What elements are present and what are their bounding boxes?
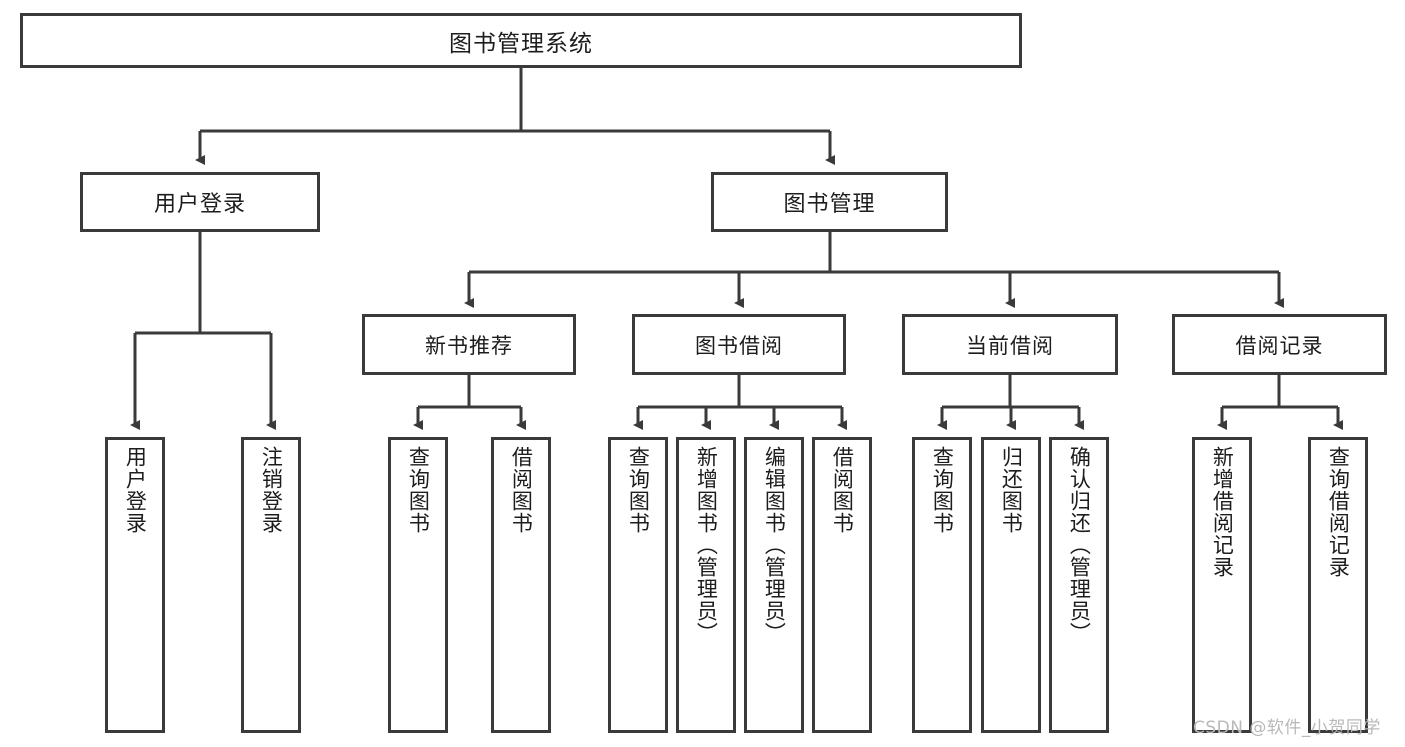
node-current-borrow-label: 当前借阅 bbox=[966, 333, 1054, 358]
node-borrow-record[interactable]: 借阅记录 bbox=[1172, 314, 1387, 375]
node-leaf-borrow-book-1-label: 借阅图书 bbox=[509, 446, 534, 534]
node-leaf-confirm-return-label: 确认归还（管理员） bbox=[1067, 446, 1092, 644]
node-user-login-label: 用户登录 bbox=[153, 192, 246, 217]
node-leaf-add-record-label: 新增借阅记录 bbox=[1210, 446, 1235, 578]
node-leaf-add-book-label: 新增图书（管理员） bbox=[694, 446, 719, 644]
node-new-book-recommend-label: 新书推荐 bbox=[425, 333, 513, 358]
node-leaf-query-book-3[interactable]: 查询图书 bbox=[912, 437, 972, 733]
node-book-management[interactable]: 图书管理 bbox=[711, 172, 948, 232]
node-leaf-user-login[interactable]: 用户登录 bbox=[105, 437, 165, 733]
node-borrow-record-label: 借阅记录 bbox=[1235, 333, 1324, 358]
node-leaf-logout-login[interactable]: 注销登录 bbox=[241, 437, 301, 733]
node-leaf-query-book-2[interactable]: 查询图书 bbox=[608, 437, 668, 733]
node-leaf-borrow-book-1[interactable]: 借阅图书 bbox=[491, 437, 551, 733]
node-leaf-add-book[interactable]: 新增图书（管理员） bbox=[676, 437, 736, 733]
node-leaf-edit-book[interactable]: 编辑图书（管理员） bbox=[744, 437, 804, 733]
node-book-borrow-label: 图书借阅 bbox=[695, 333, 783, 358]
node-leaf-return-book-label: 归还图书 bbox=[999, 446, 1024, 534]
node-leaf-return-book[interactable]: 归还图书 bbox=[981, 437, 1041, 733]
node-book-management-label: 图书管理 bbox=[783, 192, 876, 217]
node-book-borrow[interactable]: 图书借阅 bbox=[632, 314, 846, 375]
node-leaf-logout-login-label: 注销登录 bbox=[259, 446, 284, 534]
node-root-system-label: 图书管理系统 bbox=[449, 30, 593, 57]
node-user-login[interactable]: 用户登录 bbox=[80, 172, 320, 232]
node-leaf-query-book-1[interactable]: 查询图书 bbox=[388, 437, 448, 733]
node-leaf-add-record[interactable]: 新增借阅记录 bbox=[1192, 437, 1252, 733]
node-leaf-query-book-2-label: 查询图书 bbox=[626, 446, 651, 534]
node-leaf-user-login-label: 用户登录 bbox=[123, 446, 148, 534]
watermark-text: CSDN @软件_小贺同学 bbox=[1193, 718, 1381, 738]
node-leaf-edit-book-label: 编辑图书（管理员） bbox=[762, 446, 787, 644]
node-leaf-query-book-1-label: 查询图书 bbox=[406, 446, 431, 534]
node-leaf-borrow-book-2[interactable]: 借阅图书 bbox=[812, 437, 872, 733]
node-leaf-query-record-label: 查询借阅记录 bbox=[1326, 446, 1351, 578]
node-leaf-borrow-book-2-label: 借阅图书 bbox=[830, 446, 855, 534]
node-leaf-query-record[interactable]: 查询借阅记录 bbox=[1308, 437, 1368, 733]
node-current-borrow[interactable]: 当前借阅 bbox=[902, 314, 1118, 375]
node-leaf-query-book-3-label: 查询图书 bbox=[930, 446, 955, 534]
node-leaf-confirm-return[interactable]: 确认归还（管理员） bbox=[1049, 437, 1109, 733]
node-new-book-recommend[interactable]: 新书推荐 bbox=[362, 314, 576, 375]
node-root-system[interactable]: 图书管理系统 bbox=[20, 13, 1022, 68]
